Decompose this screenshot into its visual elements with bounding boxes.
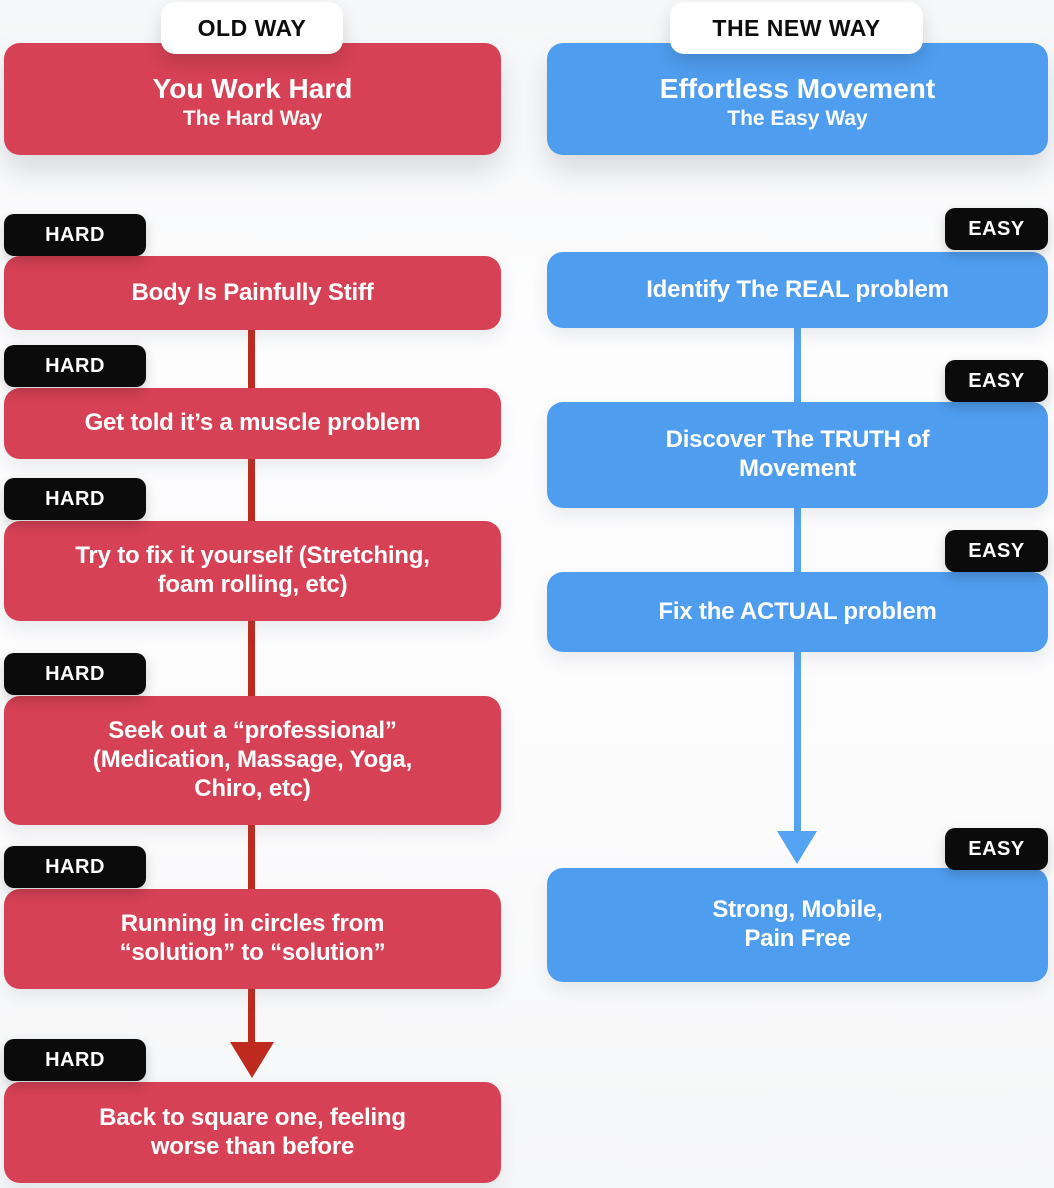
hard-tag: HARD [4,846,146,888]
new-way-step: Identify The REAL problem [547,252,1048,328]
old-way-step: Running in circles from “solution” to “s… [4,889,501,989]
hard-tag: HARD [4,653,146,695]
old-way-step: Seek out a “professional” (Medication, M… [4,696,501,825]
new-way-header-card: Effortless Movement The Easy Way [547,43,1048,155]
old-way-header-card: You Work Hard The Hard Way [4,43,501,155]
new-way-step: Discover The TRUTH of Movement [547,402,1048,508]
new-way-step: Fix the ACTUAL problem [547,572,1048,652]
old-way-header-title: You Work Hard [152,73,353,105]
old-way-step: Body Is Painfully Stiff [4,256,501,330]
easy-tag: EASY [945,360,1048,402]
new-way-label-text: THE NEW WAY [712,14,881,41]
old-way-step: Back to square one, feeling worse than b… [4,1082,501,1183]
new-way-connector-line [794,290,801,832]
new-way-label-badge: THE NEW WAY [670,2,923,54]
new-way-step: Strong, Mobile, Pain Free [547,868,1048,982]
hard-tag: HARD [4,345,146,387]
easy-tag: EASY [945,530,1048,572]
hard-tag: HARD [4,214,146,256]
old-way-arrow-down-icon [230,1042,274,1078]
new-way-header-subtitle: The Easy Way [727,107,868,131]
hard-tag: HARD [4,478,146,520]
hard-tag: HARD [4,1039,146,1081]
new-way-header-title: Effortless Movement [659,73,936,105]
easy-tag: EASY [945,828,1048,870]
new-way-arrow-down-icon [777,831,817,864]
old-way-connector-line [248,300,255,1043]
old-way-step: Try to fix it yourself (Stretching, foam… [4,521,501,621]
old-way-label-text: OLD WAY [197,14,307,41]
easy-tag: EASY [945,208,1048,250]
old-way-header-subtitle: The Hard Way [182,107,323,131]
old-way-step: Get told it’s a muscle problem [4,388,501,459]
old-way-label-badge: OLD WAY [161,2,343,54]
